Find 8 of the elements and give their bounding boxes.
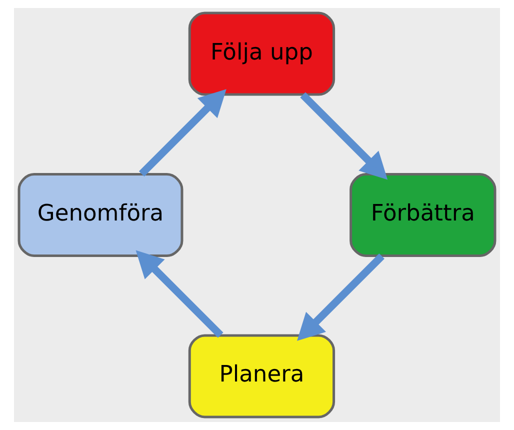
node-box: Genomföra — [18, 173, 184, 257]
node-box: Planera — [188, 334, 336, 418]
arrow — [297, 253, 384, 341]
arrow — [136, 250, 224, 338]
node-box: Följa upp — [188, 12, 336, 96]
arrow — [138, 89, 226, 177]
arrow — [300, 92, 388, 180]
node-box: Förbättra — [350, 173, 496, 257]
